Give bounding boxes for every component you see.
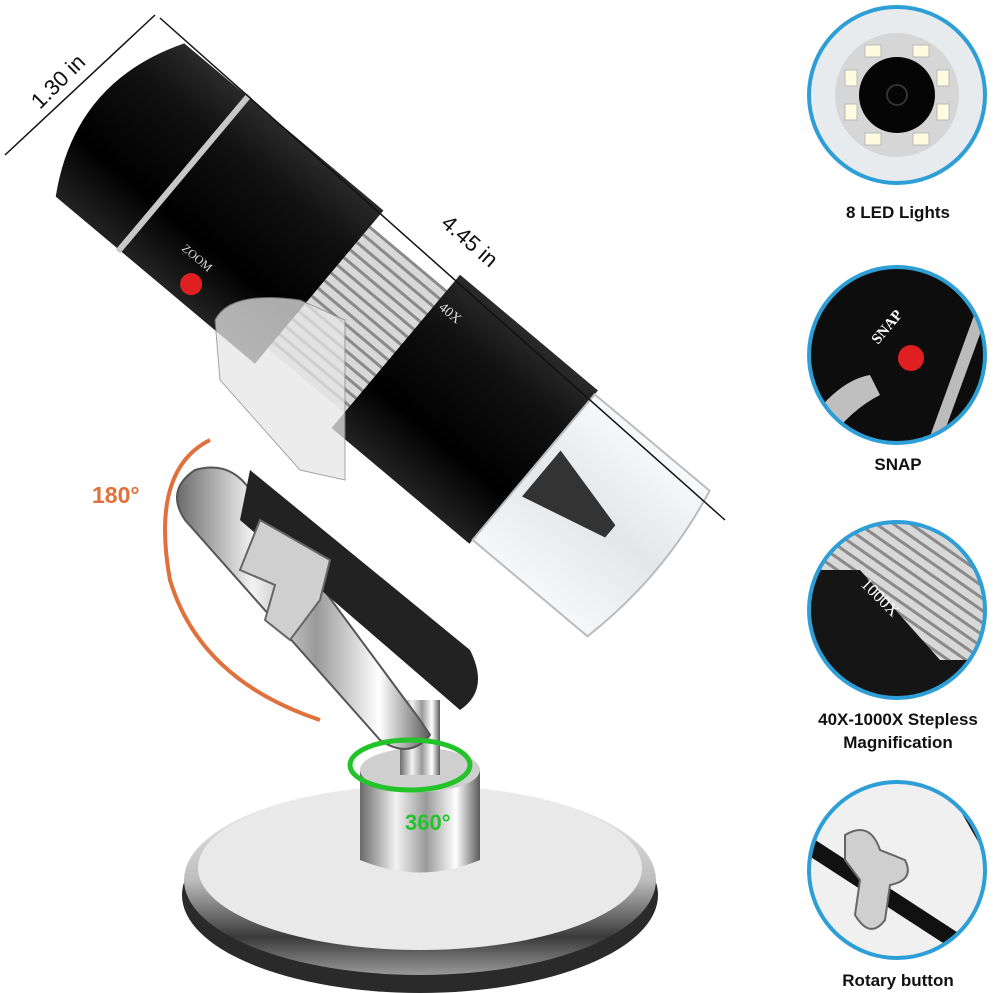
base-rotation-label: 360°	[405, 810, 451, 835]
microscope-body: ZOOM 40X	[55, 43, 711, 638]
feature-label-rotary: Rotary button	[842, 971, 954, 990]
holder-clip	[214, 297, 346, 481]
rotary-knob[interactable]	[238, 518, 332, 642]
arm-rotate-arrow-icon	[163, 438, 321, 722]
base-rotate-arrow-icon	[347, 737, 473, 793]
feature-label-led: 8 LED Lights	[846, 203, 950, 222]
stand-arm	[176, 466, 478, 750]
rotary-knob-icon	[807, 780, 987, 960]
arm-rotation-label: 180°	[92, 482, 140, 508]
led-ring-icon	[807, 5, 987, 185]
snap-button-icon: SNAP	[807, 265, 987, 445]
stand-base	[182, 700, 658, 993]
zoom-button[interactable]	[176, 269, 207, 300]
dimension-lines	[4, 14, 726, 521]
feature-label-magnification: 40X-1000X Stepless Magnification	[818, 710, 978, 752]
diameter-label: 1.30 in	[26, 49, 90, 113]
length-label: 4.45 in	[437, 210, 503, 272]
feature-label-snap: SNAP	[874, 455, 922, 474]
